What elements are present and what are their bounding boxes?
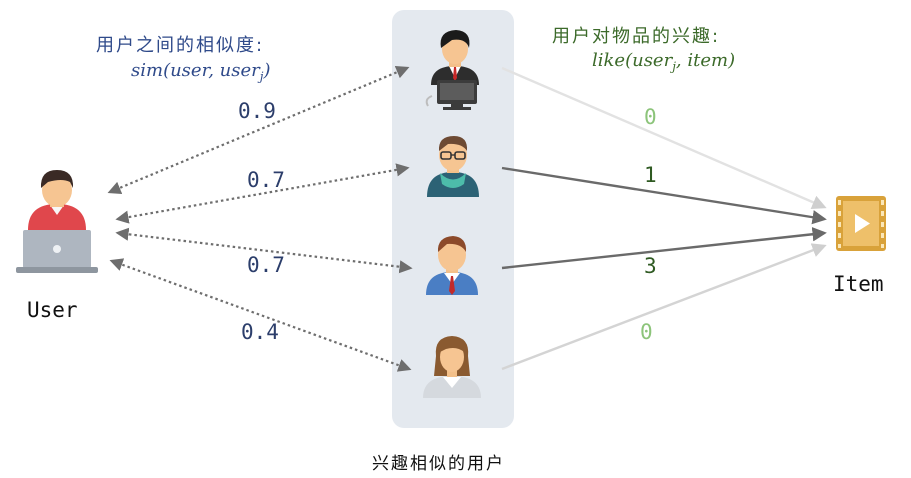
like-value-4: 0 <box>640 320 653 344</box>
similar-user-4-icon <box>423 336 481 398</box>
interest-formula: like(userj, item) <box>592 50 735 74</box>
interest-edge-2 <box>501 166 827 225</box>
similar-users-caption: 兴趣相似的用户 <box>372 454 505 474</box>
like-value-1: 0 <box>644 105 657 129</box>
like-value-2: 1 <box>644 163 657 187</box>
similarity-value-2: 0.7 <box>247 168 285 192</box>
similarity-value-3: 0.7 <box>247 253 285 277</box>
similarity-formula: sim(user, userj) <box>131 60 271 84</box>
similarity-value-4: 0.4 <box>241 320 279 344</box>
interest-edge-3 <box>501 227 827 270</box>
user-label: User <box>27 298 78 322</box>
similar-user-3-icon <box>426 236 478 295</box>
target-user-icon <box>16 170 98 273</box>
similarity-value-1: 0.9 <box>238 99 276 123</box>
like-value-3: 3 <box>644 254 657 278</box>
similarity-edge-1 <box>107 65 410 195</box>
item-video-icon <box>836 196 886 251</box>
similarity-formula-prefix: sim(user, user <box>131 60 260 81</box>
similarity-edge-4 <box>109 258 412 372</box>
interest-formula-prefix: like(user <box>592 50 673 71</box>
similar-user-2-icon <box>427 136 479 197</box>
interest-title: 用户对物品的兴趣: <box>552 26 721 47</box>
interest-formula-suffix: , item) <box>675 50 736 71</box>
interest-formula-sub: j <box>672 59 676 74</box>
similarity-title: 用户之间的相似度: <box>96 35 265 56</box>
interest-edge-1 <box>501 66 827 210</box>
item-label: Item <box>833 272 884 296</box>
similar-users-panel <box>392 10 514 428</box>
similarity-formula-sub: j <box>259 69 264 84</box>
similarity-formula-suffix: ) <box>263 60 271 81</box>
interest-edge-4 <box>501 243 827 371</box>
similar-user-1-icon <box>425 30 479 110</box>
